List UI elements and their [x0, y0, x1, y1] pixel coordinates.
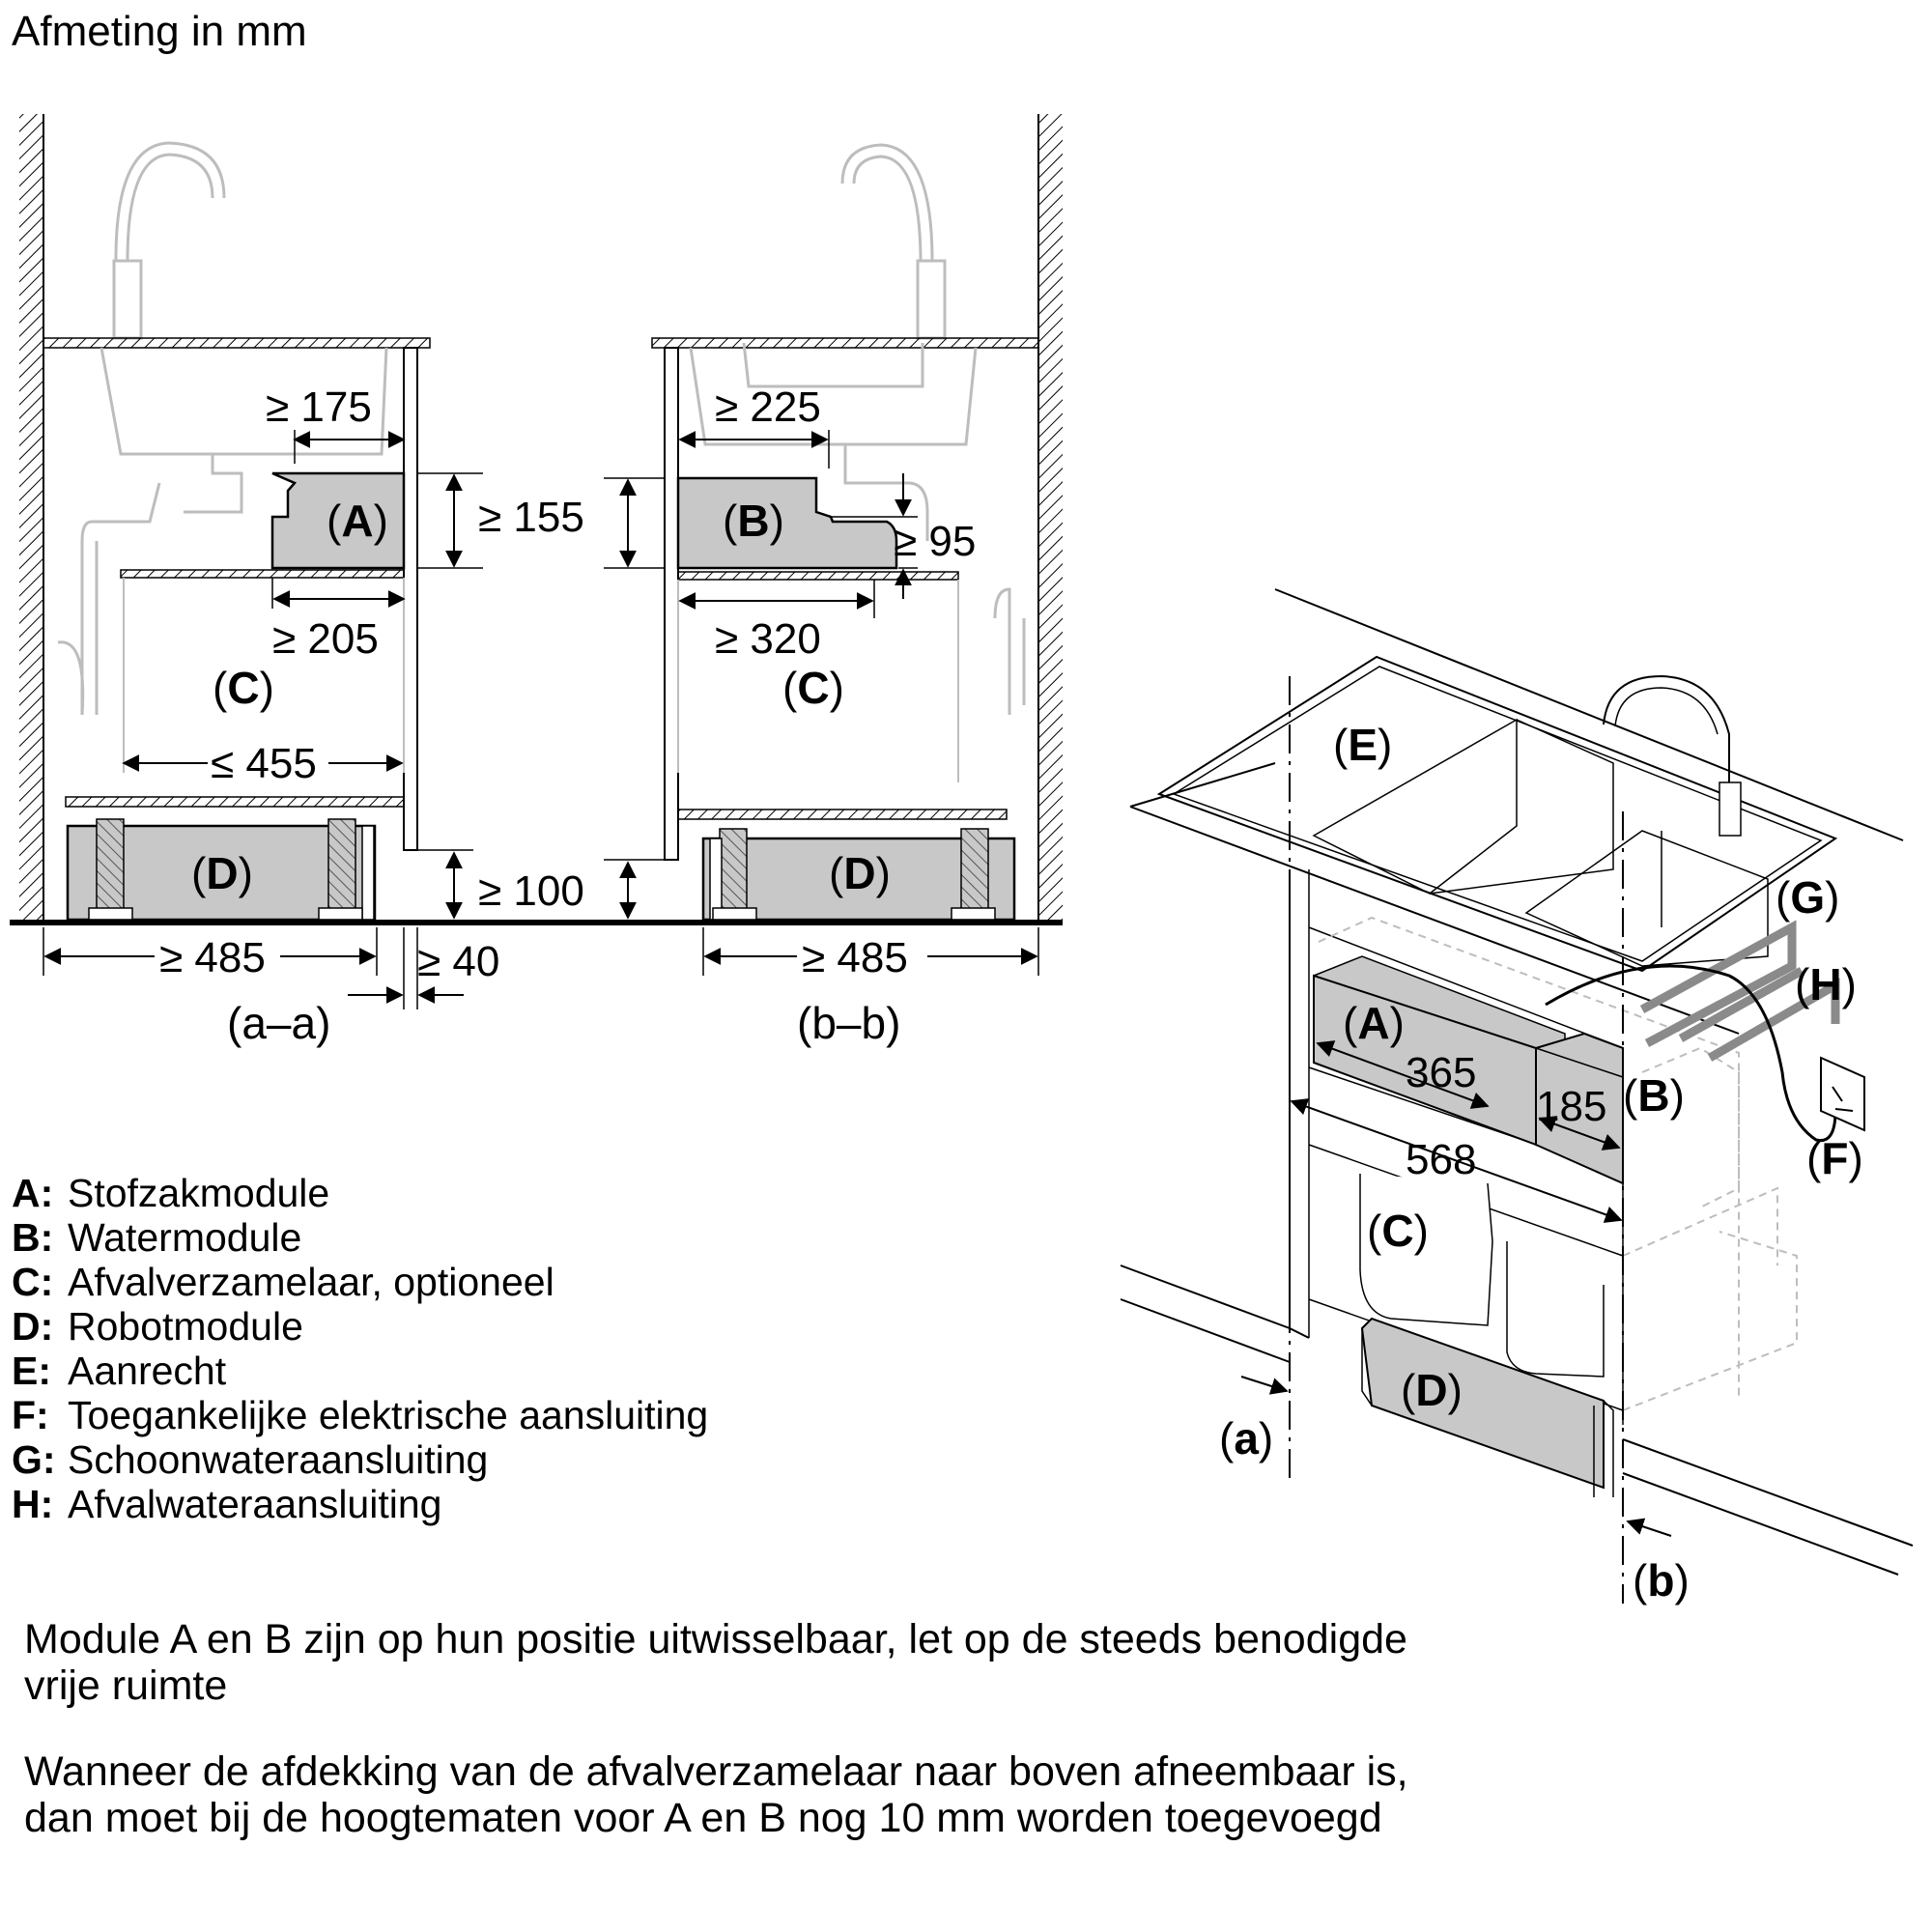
sink-left: [99, 347, 388, 456]
drain-pipe-right: [993, 587, 1026, 715]
worktop-right: [651, 337, 1039, 349]
dim-d-width-right: ≥ 485: [802, 934, 908, 981]
worktop-left: [43, 337, 431, 349]
faucet-iso: [1603, 674, 1730, 802]
section-label-b: (b–b): [797, 998, 900, 1048]
label-c-iso: (C): [1367, 1206, 1429, 1256]
section-a-a: ≥ 175 ≥ 155 ≥ 205 (C) ≤ 455 (D) ≥ 100 ≥ …: [10, 114, 1063, 1048]
label-a-iso: (A): [1343, 998, 1405, 1048]
section-b-b: ≥ 225 ≥ 95 ≥ 320 (C) (D) ≥ 485 (b–b): [604, 114, 1063, 1048]
faucet-right: [840, 143, 934, 338]
legend-item: G:Schoonwateraansluiting: [12, 1437, 489, 1482]
label-e-iso: (E): [1333, 720, 1392, 770]
page-title: Afmeting in mm: [12, 8, 307, 55]
socket-icon: [1820, 1056, 1865, 1132]
label-b-marker: (b): [1633, 1555, 1690, 1605]
dim-a-height: ≥ 155: [478, 494, 584, 541]
label-b-iso: (B): [1623, 1070, 1685, 1121]
wall-left: [19, 114, 43, 923]
sink-right: [689, 347, 978, 446]
label-a-section: (A): [327, 496, 388, 546]
label-c-left: (C): [213, 663, 274, 713]
dim-iso-a: 365: [1406, 1049, 1476, 1096]
dim-b-depth: ≥ 225: [715, 384, 821, 431]
dim-c-width: ≤ 455: [211, 740, 317, 787]
legend-item: C:Afvalverzamelaar, optioneel: [12, 1260, 554, 1304]
legend: A:Stofzakmodule B:Watermodule C:Afvalver…: [12, 1171, 708, 1526]
dim-b-step: ≥ 95: [894, 518, 976, 565]
dim-iso-total: 568: [1406, 1136, 1476, 1183]
label-a-marker: (a): [1219, 1413, 1273, 1463]
dim-a-depth: ≥ 175: [266, 384, 372, 431]
label-d-right: (D): [829, 848, 891, 898]
module-b: [676, 476, 898, 570]
cabinet-panel-left: [403, 347, 418, 851]
dim-d-height: ≥ 100: [478, 867, 584, 915]
legend-item: F:Toegankelijke elektrische aansluiting: [12, 1393, 709, 1437]
dim-iso-b: 185: [1536, 1083, 1606, 1130]
module-a: [270, 471, 406, 570]
label-b-section: (B): [723, 496, 784, 546]
isometric-view: 365 185 568 (E) (A) (B) (C) (D) (G) (H) …: [1120, 588, 1914, 1605]
dim-d-width-left: ≥ 485: [159, 934, 266, 981]
cabinet-panel-right: [664, 347, 679, 861]
dim-b-bottom: ≥ 320: [715, 615, 821, 663]
module-d-iso: [1360, 1317, 1605, 1490]
label-d-iso: (D): [1401, 1365, 1463, 1415]
dim-gap: ≥ 40: [417, 938, 499, 985]
label-g-iso: (G): [1776, 872, 1839, 923]
label-c-right: (C): [782, 663, 844, 713]
legend-item: H:Afvalwateraansluiting: [12, 1482, 442, 1526]
worktop-e: [1156, 655, 1838, 973]
note-interchangeable: Module A en B zijn op hun positie uitwis…: [24, 1616, 1407, 1709]
cable-f: [1545, 964, 1837, 1143]
legend-item: D:Robotmodule: [12, 1304, 303, 1349]
shelf-right: [677, 571, 959, 581]
legend-item: E:Aanrecht: [12, 1349, 227, 1393]
legend-item: B:Watermodule: [12, 1215, 302, 1260]
wall-right: [1038, 114, 1063, 923]
section-label-a: (a–a): [227, 998, 330, 1048]
dim-a-bottom: ≥ 205: [272, 615, 379, 663]
label-f-iso: (F): [1806, 1133, 1863, 1183]
note-height-addition: Wanneer de afdekking van de afvalverzame…: [24, 1748, 1408, 1841]
legend-item: A:Stofzakmodule: [12, 1171, 330, 1215]
label-h-iso: (H): [1795, 959, 1857, 1009]
drain-pipe-left: [80, 482, 161, 715]
label-d-left: (D): [191, 848, 253, 898]
water-connections: [1639, 920, 1840, 1062]
faucet-left: [114, 141, 226, 338]
floor: [10, 920, 1063, 925]
shelf-left: [120, 569, 405, 579]
